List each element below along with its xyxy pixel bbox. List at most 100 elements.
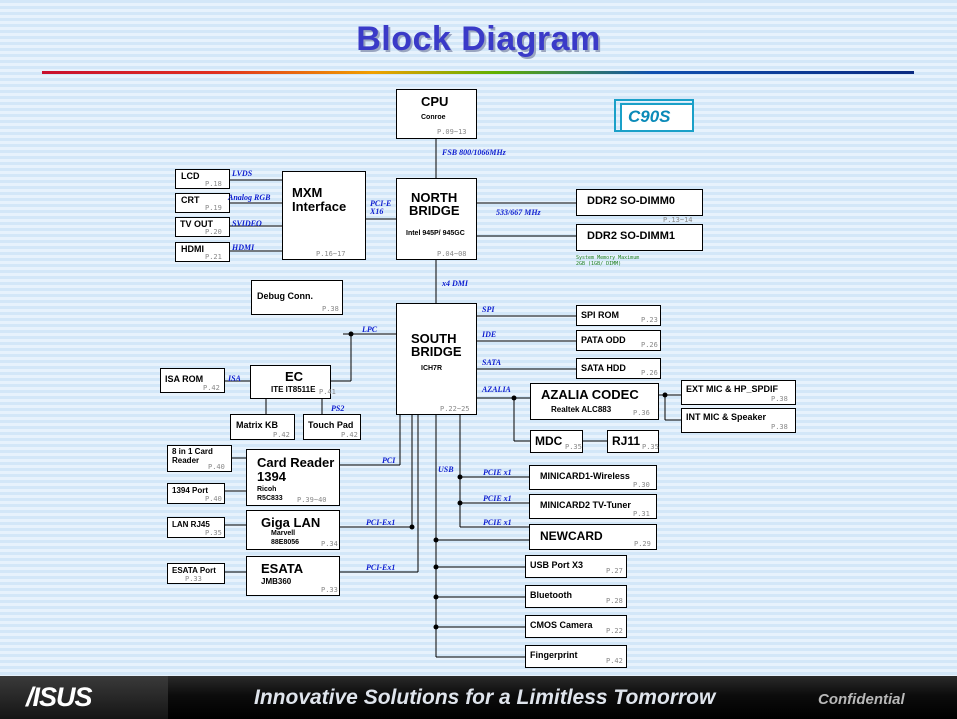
bus-label-dmi: x4 DMI [442,279,469,288]
cardreader-sub-1: Ricoh [257,486,277,493]
dimm1-block: DDR2 SO-DIMM1 [576,224,703,251]
lcd-page: P.18 [205,180,222,188]
esata-sub: JMB360 [261,577,292,586]
gigalan-sub-1: Marvell [271,530,296,537]
esata-page: P.33 [321,586,338,594]
cardreader8-label-1: 8 in 1 Card [172,447,213,456]
azalia-page: P.36 [633,409,650,417]
ec-block: EC ITE IT8511E P.41 [250,365,336,399]
model-label: C90S [628,107,671,126]
bus-label-pcie-x1-c: PCIE x1 [483,518,512,527]
isarom-page: P.42 [203,384,220,392]
crt-page: P.19 [205,204,222,212]
port1394-block: 1394 Port P.40 [167,483,225,504]
lcd-block: LCD P.18 [175,169,230,189]
matrixkb-page: P.42 [273,431,290,439]
esataport-block: ESATA Port P.33 [167,563,225,584]
cpu-label: CPU [421,94,449,109]
rj11-page: P.35 [642,443,659,451]
satahdd-block: SATA HDD P.26 [576,358,661,379]
minicard1-label: MINICARD1-Wireless [540,471,630,481]
mdc-page: P.35 [565,443,582,451]
esataport-label: ESATA Port [172,566,216,575]
debug-label: Debug Conn. [257,291,313,301]
bus-label-isa: ISA [228,374,241,383]
northbridge-label-2: BRIDGE [409,203,460,218]
ec-page: P.41 [319,388,336,396]
mxm-block: MXM Interface P.16~17 [282,171,366,260]
dimm1-label: DDR2 SO-DIMM1 [587,230,676,242]
southbridge-label-2: BRIDGE [411,344,462,359]
pataodd-label: PATA ODD [581,335,626,345]
rj11-label: RJ11 [612,434,641,448]
port1394-label: 1394 Port [172,486,209,495]
bus-label-spi: SPI [482,305,495,314]
bus-label-sata: SATA [482,358,502,367]
gigalan-sub-2: 88E8056 [271,539,300,546]
tvout-label: TV OUT [180,219,213,229]
cpu-sub: Conroe [421,114,446,121]
spirom-label: SPI ROM [581,310,620,320]
matrixkb-block: Matrix KB P.42 [230,414,295,440]
bus-label-lvds: LVDS [232,169,253,178]
bus-label-fsb: FSB 800/1066MHz [442,148,506,157]
ec-sub: ITE IT8511E [271,385,316,394]
bluetooth-block: Bluetooth P.28 [525,585,627,608]
debug-block: Debug Conn. P.38 [251,280,343,315]
extmic-label: EXT MIC & HP_SPDIF [686,384,779,394]
bus-label-pci: PCI [382,456,396,465]
cpu-page: P.09~13 [437,128,467,136]
northbridge-sub: Intel 945P/ 945GC [406,230,465,237]
fingerprint-label: Fingerprint [530,650,578,660]
fingerprint-page: P.42 [606,657,623,665]
bus-label-azalia: AZALIA [482,385,511,394]
tvout-block: TV OUT P.20 [175,217,230,237]
footer-bar: /ISUS Innovative Solutions for a Limitle… [0,676,957,719]
matrixkb-label: Matrix KB [236,420,279,430]
gigalan-page: P.34 [321,540,338,548]
spirom-block: SPI ROM P.23 [576,305,661,326]
memory-note-2: 2GB (1GB/ DIMM) [576,261,622,267]
bus-label-svideo: SVIDEO [232,219,262,228]
extmic-page: P.38 [771,395,788,403]
gigalan-label: Giga LAN [261,515,321,530]
azalia-label: AZALIA CODEC [541,387,639,402]
footer-slogan: Innovative Solutions for a Limitless Tom… [254,686,716,709]
minicard2-page: P.31 [633,510,650,518]
bus-label-usb: USB [438,465,454,474]
southbridge-block: SOUTH BRIDGE ICH7R P.22~25 [396,303,477,415]
tvout-page: P.20 [205,228,222,236]
isarom-label: ISA ROM [165,374,204,384]
minicard1-block: MINICARD1-Wireless P.30 [529,465,657,490]
cardreader8-page: P.40 [208,463,225,471]
mxm-label-2: Interface [292,199,347,214]
cardreader8-block: 8 in 1 Card Reader P.40 [167,445,232,472]
dimm0-label: DDR2 SO-DIMM0 [587,195,676,207]
northbridge-block: NORTH BRIDGE Intel 945P/ 945GC P.04~08 [396,178,477,260]
confidential-label: Confidential [818,691,905,708]
intmic-page: P.38 [771,423,788,431]
cmos-page: P.22 [606,627,623,635]
bus-label-mem: 533/667 MHz [496,208,541,217]
northbridge-label-1: NORTH [411,190,458,205]
cardreader-block: Card Reader 1394 Ricoh R5C833 P.39~40 [246,449,340,506]
touchpad-page: P.42 [341,431,358,439]
dimm0-block: DDR2 SO-DIMM0 [576,189,703,216]
mdc-block: MDC P.35 [530,430,583,453]
bus-label-pci-ex1-lan: PCI-Ex1 [366,518,396,527]
bus-label-pcie-x1-b: PCIE x1 [483,494,512,503]
satahdd-page: P.26 [641,369,658,377]
bus-label-lpc: LPC [362,325,378,334]
pataodd-block: PATA ODD P.26 [576,330,661,351]
page-title: Block Diagram [356,20,601,58]
rj11-block: RJ11 P.35 [607,430,659,453]
lanrj45-label: LAN RJ45 [172,520,210,529]
southbridge-label-1: SOUTH [411,331,457,346]
cardreader-label-1: Card Reader [257,455,335,470]
isarom-block: ISA ROM P.42 [160,368,225,393]
newcard-label: NEWCARD [540,529,603,543]
model-badge-inner: C90S [620,103,694,132]
esata-block: ESATA JMB360 P.33 [246,556,340,596]
touchpad-block: Touch Pad P.42 [303,414,361,440]
cardreader8-label-2: Reader [172,456,200,465]
